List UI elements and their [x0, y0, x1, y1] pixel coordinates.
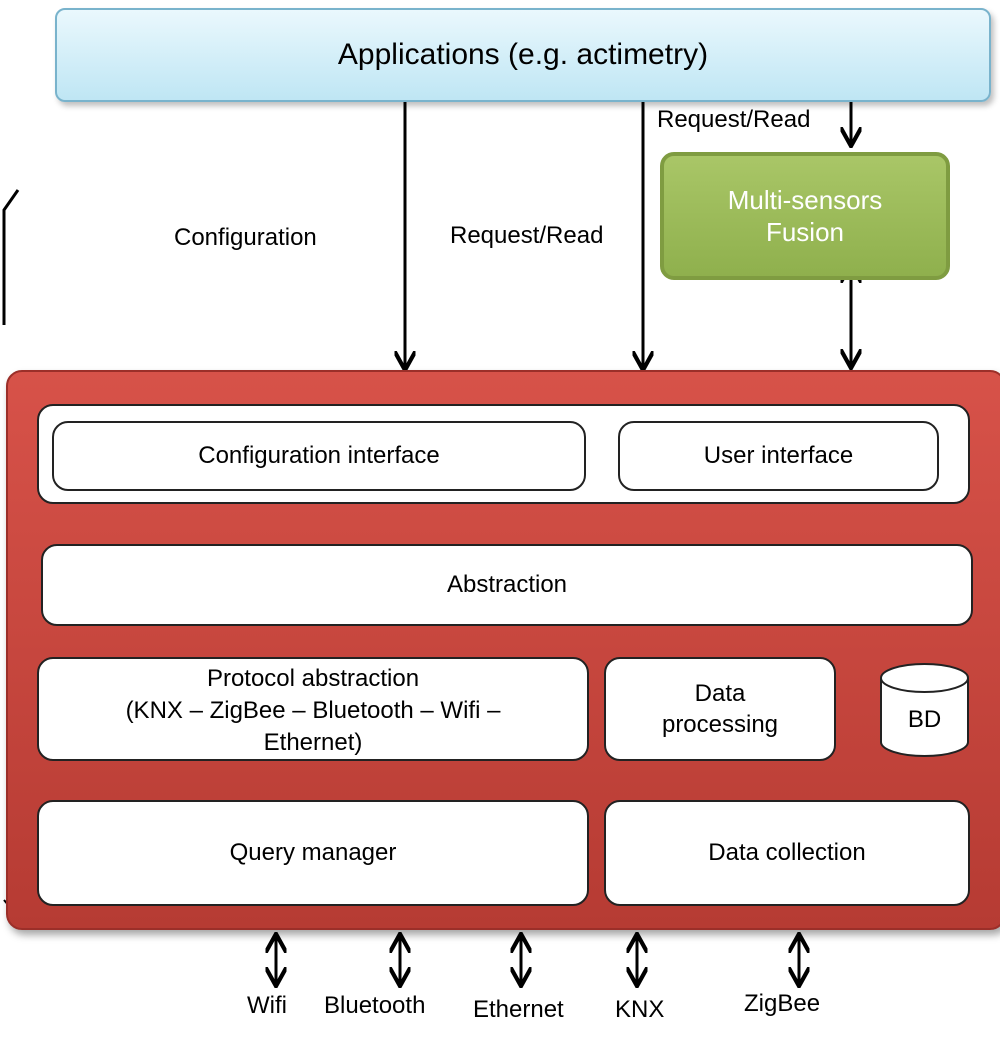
- configuration-interface-box: Configuration interface: [52, 421, 586, 491]
- multi-sensors-fusion-box: Multi-sensors Fusion: [660, 152, 950, 280]
- data-processing-box: Data processing: [604, 657, 836, 761]
- data-processing-line1: Data: [694, 679, 746, 707]
- abstraction-label: Abstraction: [446, 571, 568, 599]
- query-manager-box: Query manager: [37, 800, 589, 906]
- protocol-label-ethernet: Ethernet: [473, 996, 564, 1023]
- applications-label: Applications (e.g. actimetry): [337, 38, 709, 71]
- protocol-abstraction-line2: (KNX – ZigBee – Bluetooth – Wifi –: [125, 697, 501, 725]
- database-cylinder-icon: [880, 663, 969, 757]
- user-interface-box: User interface: [618, 421, 939, 491]
- protocol-label-bluetooth: Bluetooth: [324, 992, 426, 1019]
- protocol-label-knx: KNX: [615, 996, 665, 1023]
- protocol-label-zigbee: ZigBee: [744, 990, 821, 1017]
- protocol-label-wifi: Wifi: [247, 992, 287, 1019]
- fusion-label-line1: Multi-sensors: [727, 184, 883, 215]
- data-processing-line2: processing: [661, 711, 779, 738]
- database-label: BD: [907, 706, 942, 733]
- request-read-label-middle: Request/Read: [450, 222, 604, 249]
- configuration-label: Configuration: [174, 224, 317, 251]
- protocol-abstraction-box: Protocol abstraction (KNX – ZigBee – Blu…: [37, 657, 589, 761]
- query-manager-label: Query manager: [229, 839, 397, 867]
- request-read-label-right: Request/Read: [657, 106, 811, 133]
- data-collection-label: Data collection: [708, 839, 866, 867]
- applications-box: Applications (e.g. actimetry): [55, 8, 991, 102]
- left-edge-stroke: [2, 189, 20, 325]
- user-interface-label: User interface: [703, 442, 854, 470]
- protocol-abstraction-line3: Ethernet): [263, 729, 363, 757]
- configuration-interface-label: Configuration interface: [198, 442, 440, 470]
- protocol-abstraction-line1: Protocol abstraction: [206, 665, 420, 692]
- fusion-label-line2: Fusion: [765, 217, 845, 247]
- abstraction-box: Abstraction: [41, 544, 973, 626]
- data-collection-box: Data collection: [604, 800, 970, 906]
